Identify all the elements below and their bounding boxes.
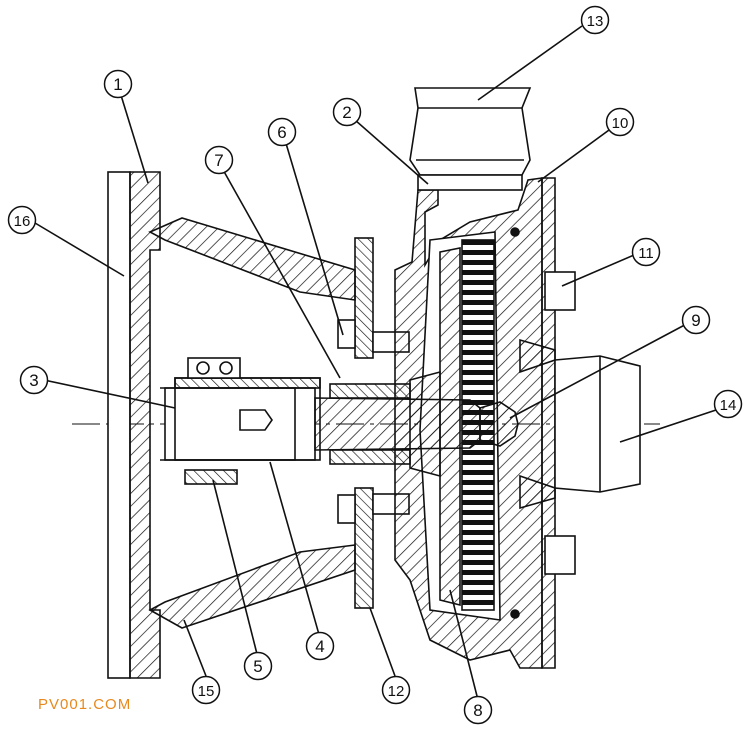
impeller-hub — [409, 370, 441, 478]
callout-5: 5 — [243, 651, 273, 681]
callout-label: 10 — [612, 115, 629, 132]
discharge-nozzle — [409, 87, 532, 176]
pump-shaft — [314, 397, 481, 451]
o-ring-upper — [510, 227, 520, 237]
bolt-upper-right — [544, 271, 576, 311]
leader-6 — [284, 139, 344, 336]
callout-11: 11 — [631, 237, 661, 267]
leader-7 — [221, 167, 341, 379]
callout-3: 3 — [19, 365, 49, 395]
callout-label: 6 — [277, 123, 286, 142]
callout-10: 10 — [605, 107, 635, 137]
leader-12 — [369, 607, 396, 677]
callout-label: 3 — [29, 371, 38, 390]
callout-label: 13 — [587, 13, 604, 30]
bolt-head-lower — [337, 494, 356, 524]
callout-15: 15 — [191, 675, 221, 705]
callout-8: 8 — [463, 695, 493, 725]
callout-label: 4 — [315, 637, 324, 656]
callout-label: 9 — [691, 311, 700, 330]
rear-cover — [541, 177, 556, 669]
drawing-body — [29, 25, 729, 701]
adapter-flange-lower — [354, 487, 374, 609]
leader-9 — [509, 319, 695, 419]
adapter-flange-upper — [354, 237, 374, 359]
leader-4 — [269, 461, 321, 639]
suction-nozzle — [554, 355, 641, 493]
leader-3 — [43, 379, 176, 409]
bolt-lower-right — [544, 535, 576, 575]
callout-label: 2 — [342, 103, 351, 122]
o-ring-lower — [510, 609, 520, 619]
mechanical-seal-upper — [329, 383, 411, 399]
callout-label: 7 — [214, 151, 223, 170]
leader-14 — [619, 405, 729, 443]
leader-11 — [561, 251, 642, 287]
callout-label: 5 — [253, 657, 262, 676]
leader-1 — [119, 91, 149, 184]
callout-4: 4 — [305, 631, 335, 661]
leader-10 — [537, 121, 621, 183]
impeller-nut — [479, 401, 519, 447]
bolt-head-upper — [337, 319, 356, 349]
key-block-lower — [184, 469, 238, 485]
callout-1: 1 — [103, 69, 133, 99]
callout-label: 1 — [113, 75, 122, 94]
base-plate — [107, 171, 131, 679]
leader-5 — [212, 479, 259, 659]
callout-16: 16 — [7, 205, 37, 235]
callout-9: 9 — [681, 305, 711, 335]
leader-15 — [183, 619, 207, 677]
bell-housing-upper — [148, 217, 356, 301]
callout-7: 7 — [204, 145, 234, 175]
leader-16 — [29, 219, 125, 277]
mechanical-seal-lower — [329, 449, 411, 465]
bell-housing-lower — [148, 544, 356, 629]
mounting-flange — [129, 171, 161, 679]
callout-label: 16 — [14, 213, 31, 230]
callout-label: 11 — [638, 245, 654, 262]
callout-label: 14 — [720, 397, 737, 414]
leader-2 — [354, 119, 429, 185]
leader-8 — [449, 589, 479, 701]
leader-13 — [477, 25, 583, 101]
watermark-text: PV001.COM — [38, 696, 132, 713]
callout-14: 14 — [713, 389, 743, 419]
callout-label: 8 — [473, 701, 482, 720]
callout-2: 2 — [332, 97, 362, 127]
callout-label: 15 — [198, 683, 215, 700]
callout-13: 13 — [580, 5, 610, 35]
callout-label: 12 — [388, 683, 405, 700]
callout-6: 6 — [267, 117, 297, 147]
callout-12: 12 — [381, 675, 411, 705]
